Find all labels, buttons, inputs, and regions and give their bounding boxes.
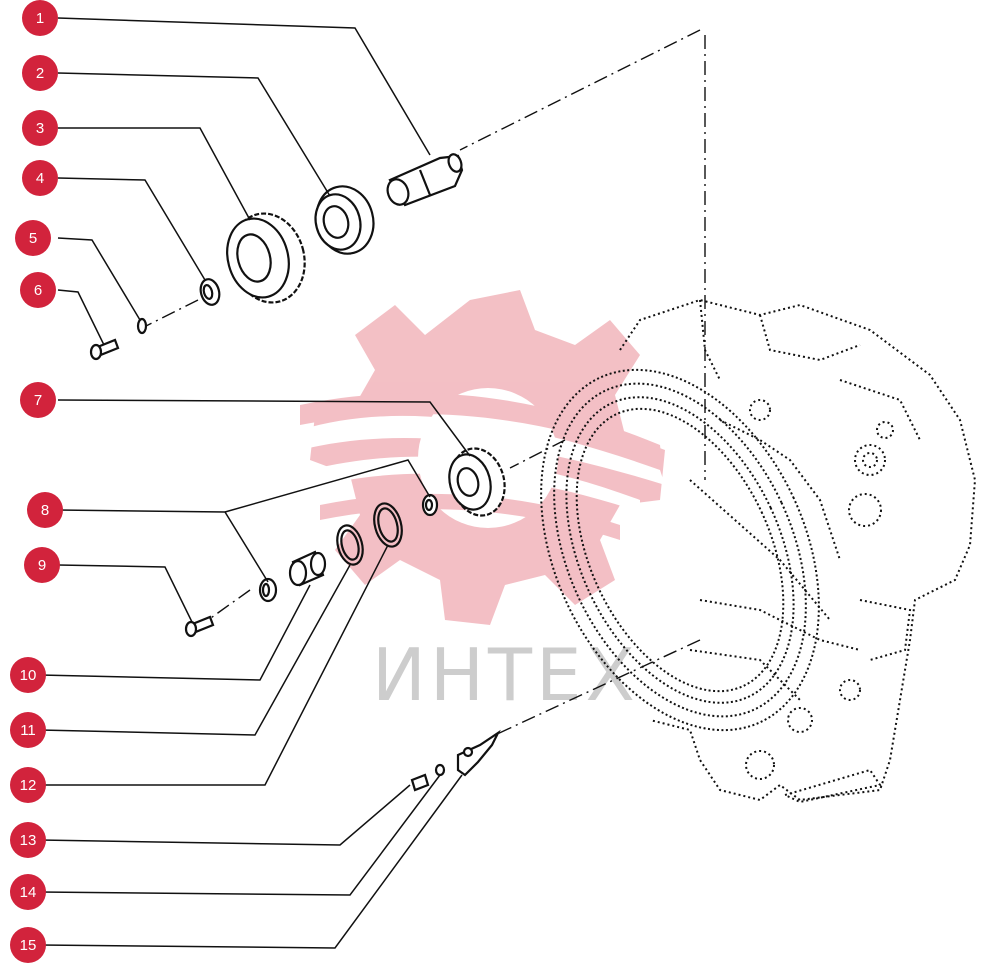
part-12-ring xyxy=(373,502,403,548)
leader-15 xyxy=(39,774,463,949)
callout-number: 11 xyxy=(20,722,36,739)
callout-1: 1 xyxy=(22,0,58,36)
leader-12 xyxy=(40,544,389,786)
callout-badge xyxy=(20,382,56,418)
callout-number: 14 xyxy=(20,884,37,901)
part-1-pin xyxy=(386,153,464,207)
callout-number: 10 xyxy=(20,667,37,684)
parts xyxy=(89,153,506,792)
watermark-swoosh-red xyxy=(300,393,662,540)
callout-badge xyxy=(10,657,46,693)
part-10-bushing xyxy=(288,550,327,587)
leader-10 xyxy=(39,584,311,681)
callout-13: 13 xyxy=(10,822,46,858)
leader-6 xyxy=(57,289,105,346)
watermark-swoosh xyxy=(300,415,665,512)
callout-10: 10 xyxy=(10,657,46,693)
leader-14 xyxy=(39,774,441,896)
callout-badge xyxy=(22,160,58,196)
callout-badge xyxy=(10,927,46,963)
watermark-text: ИНТЕХ xyxy=(372,633,639,717)
callout-number: 9 xyxy=(38,557,46,574)
leader-1 xyxy=(57,17,431,156)
callout-number: 15 xyxy=(20,937,37,954)
leader-7 xyxy=(57,399,471,457)
housing-flange xyxy=(540,368,820,732)
part-4-snap-ring xyxy=(199,278,221,306)
callout-badge xyxy=(24,547,60,583)
leader-8b xyxy=(224,459,431,513)
callout-badge xyxy=(10,874,46,910)
center-lines xyxy=(141,29,706,736)
callout-badge xyxy=(15,220,51,256)
callout-badge xyxy=(10,822,46,858)
callout-badge xyxy=(27,492,63,528)
callout-14: 14 xyxy=(10,874,46,910)
callout-3: 3 xyxy=(22,110,58,146)
callout-number: 4 xyxy=(36,170,44,187)
part-7-gear xyxy=(448,447,506,517)
part-5-washer xyxy=(136,317,148,335)
callout-badge xyxy=(22,110,58,146)
callout-badge xyxy=(22,55,58,91)
callout-5: 5 xyxy=(15,220,51,256)
leader-11 xyxy=(39,564,351,736)
leader-2 xyxy=(57,72,331,197)
callout-8: 8 xyxy=(27,492,63,528)
callout-badge xyxy=(20,272,56,308)
leader-8 xyxy=(57,509,269,583)
callout-badge xyxy=(22,0,58,36)
part-6-bolt xyxy=(89,338,120,361)
callout-number: 5 xyxy=(29,230,37,247)
housing xyxy=(619,298,977,804)
part-8-ring-lower xyxy=(258,577,278,603)
leader-5 xyxy=(57,237,141,321)
callout-number: 3 xyxy=(36,120,44,137)
part-3-gear xyxy=(226,212,306,304)
part-2-bearing xyxy=(314,185,375,255)
callout-number: 8 xyxy=(41,502,49,519)
callout-number: 7 xyxy=(34,392,42,409)
callout-number: 1 xyxy=(36,10,44,27)
leader-3 xyxy=(58,127,251,221)
callout-6: 6 xyxy=(20,272,56,308)
callout-15: 15 xyxy=(10,927,46,963)
callout-number: 6 xyxy=(34,282,42,299)
part-8-ring-upper xyxy=(421,493,439,517)
callout-number: 2 xyxy=(36,65,44,82)
callout-4: 4 xyxy=(22,160,58,196)
leader-4 xyxy=(57,177,206,281)
leader-lines xyxy=(39,17,471,949)
callout-9: 9 xyxy=(24,547,60,583)
callout-12: 12 xyxy=(10,767,46,803)
part-14-washer xyxy=(434,763,446,777)
part-15-bracket xyxy=(456,729,501,777)
part-9-bolt xyxy=(184,615,215,638)
callout-2: 2 xyxy=(22,55,58,91)
part-11-circlip xyxy=(336,524,364,566)
leader-9 xyxy=(57,564,193,623)
leader-13 xyxy=(39,784,411,846)
callout-number: 12 xyxy=(20,777,37,794)
callout-11: 11 xyxy=(10,712,46,748)
callout-badge xyxy=(10,767,46,803)
callout-badge xyxy=(10,712,46,748)
part-13-plug xyxy=(410,773,430,792)
callout-number: 13 xyxy=(20,832,37,849)
callout-7: 7 xyxy=(20,382,56,418)
